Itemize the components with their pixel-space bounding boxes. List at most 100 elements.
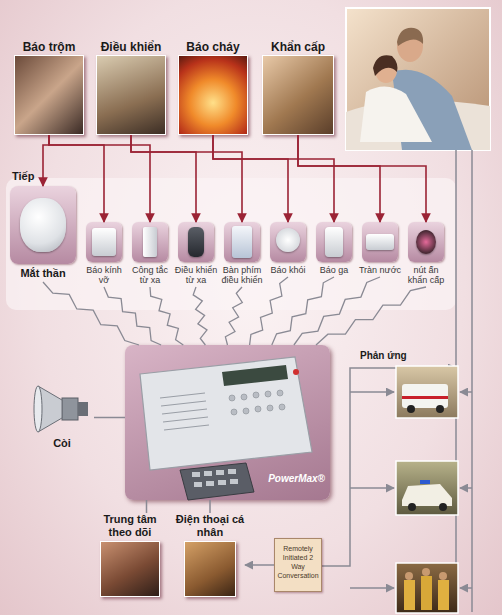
panel-buttons [229,390,285,415]
device-label: Công tắc từ xa [128,265,172,285]
panel-button [267,405,273,411]
wire [350,587,394,589]
wire [460,487,472,489]
photo-box: Điều khiển [96,40,166,135]
siren-area [30,385,94,433]
device-icon [408,222,444,262]
device-shape [188,227,204,257]
connector [298,135,380,222]
panel-button [229,395,235,401]
key [204,471,212,476]
connector [150,287,183,345]
key [192,472,200,477]
photo-box: Điện thoại cá nhân [175,513,245,597]
device-icon [316,222,352,262]
siren-body [62,398,78,420]
grille-line [160,393,205,398]
wire [350,487,394,489]
photo-box: Khẩn cấp [262,40,334,135]
device-icon [362,222,398,262]
device-shape [276,228,300,252]
photo-heading: Trung tâm theo dõi [92,513,168,539]
device-shape [325,227,343,257]
key [216,470,224,475]
photo [100,541,160,597]
van-stripe [402,396,448,399]
wheel [439,503,447,511]
panel-button [253,392,259,398]
device-shape [416,230,436,254]
device-icon [10,186,76,264]
connector [209,500,211,513]
note-text: Remotely Initiated 2 Way Conversation [277,544,319,580]
van [402,384,448,408]
connector [43,282,139,345]
device-label: Báo kính vỡ [82,265,126,285]
device-label: Báo khói [266,265,310,275]
wheel [407,405,415,413]
section-label: Tiếp [12,170,34,182]
siren-light [420,480,430,484]
keypad [180,463,254,500]
connector [294,277,380,345]
photo-heading: Báo cháy [178,40,248,55]
photo [14,55,84,135]
connector [94,417,125,419]
panel-button [231,409,237,415]
device-tile: Bàn phím điều khiển [220,222,264,285]
device-shape [92,228,116,256]
photo-frame [396,461,458,515]
panel-screen [222,365,288,386]
grille-line [162,409,207,414]
photo-heading: Điện thoại cá nhân [175,513,245,539]
photo-box: Báo cháy [178,40,248,135]
device-tile: Báo khói [266,222,310,275]
wheel [408,503,416,511]
photo-frame [396,366,458,418]
device-label: Bàn phím điều khiển [220,265,264,285]
siren-symbol [34,386,88,432]
panel-button [243,408,249,414]
connector [213,135,288,222]
device-tile: Báo kính vỡ [82,222,126,285]
key [228,469,236,474]
photo [262,55,334,135]
woman-hair [373,55,397,76]
siren-mouth [34,386,42,432]
firefighter [421,576,432,610]
key [206,481,214,486]
panel-button [255,406,261,412]
photo-box: Trung tâm theo dõi [92,513,168,597]
connector [272,277,334,345]
key [218,480,226,485]
panel-button [265,391,271,397]
woman-body [360,86,432,142]
device-icon [132,222,168,262]
connector [43,135,49,186]
connector [298,135,426,222]
photo-heading: Điều khiển [96,40,166,55]
device-tile: Báo ga [312,222,356,275]
wheel [436,405,444,413]
status-led [293,369,299,375]
wire [471,150,473,612]
siren-mount [78,402,88,416]
device-shape [143,227,157,257]
connector [104,287,161,345]
device-label: Tràn nước [358,265,402,275]
head [439,572,447,580]
brand-label: PowerMax® [268,473,325,484]
panel-body [140,357,312,470]
connector [131,135,196,222]
photo-box: Báo trộm [14,40,84,135]
siren-label: Còi [30,437,94,450]
panel-button [241,394,247,400]
photo-heading: Khẩn cấp [262,40,334,55]
photo [178,55,248,135]
head [405,572,413,580]
connector [213,135,334,222]
device-icon [178,222,214,262]
device-label: nút ấn khẩn cấp [404,265,448,285]
ambulance-photo [396,366,458,418]
